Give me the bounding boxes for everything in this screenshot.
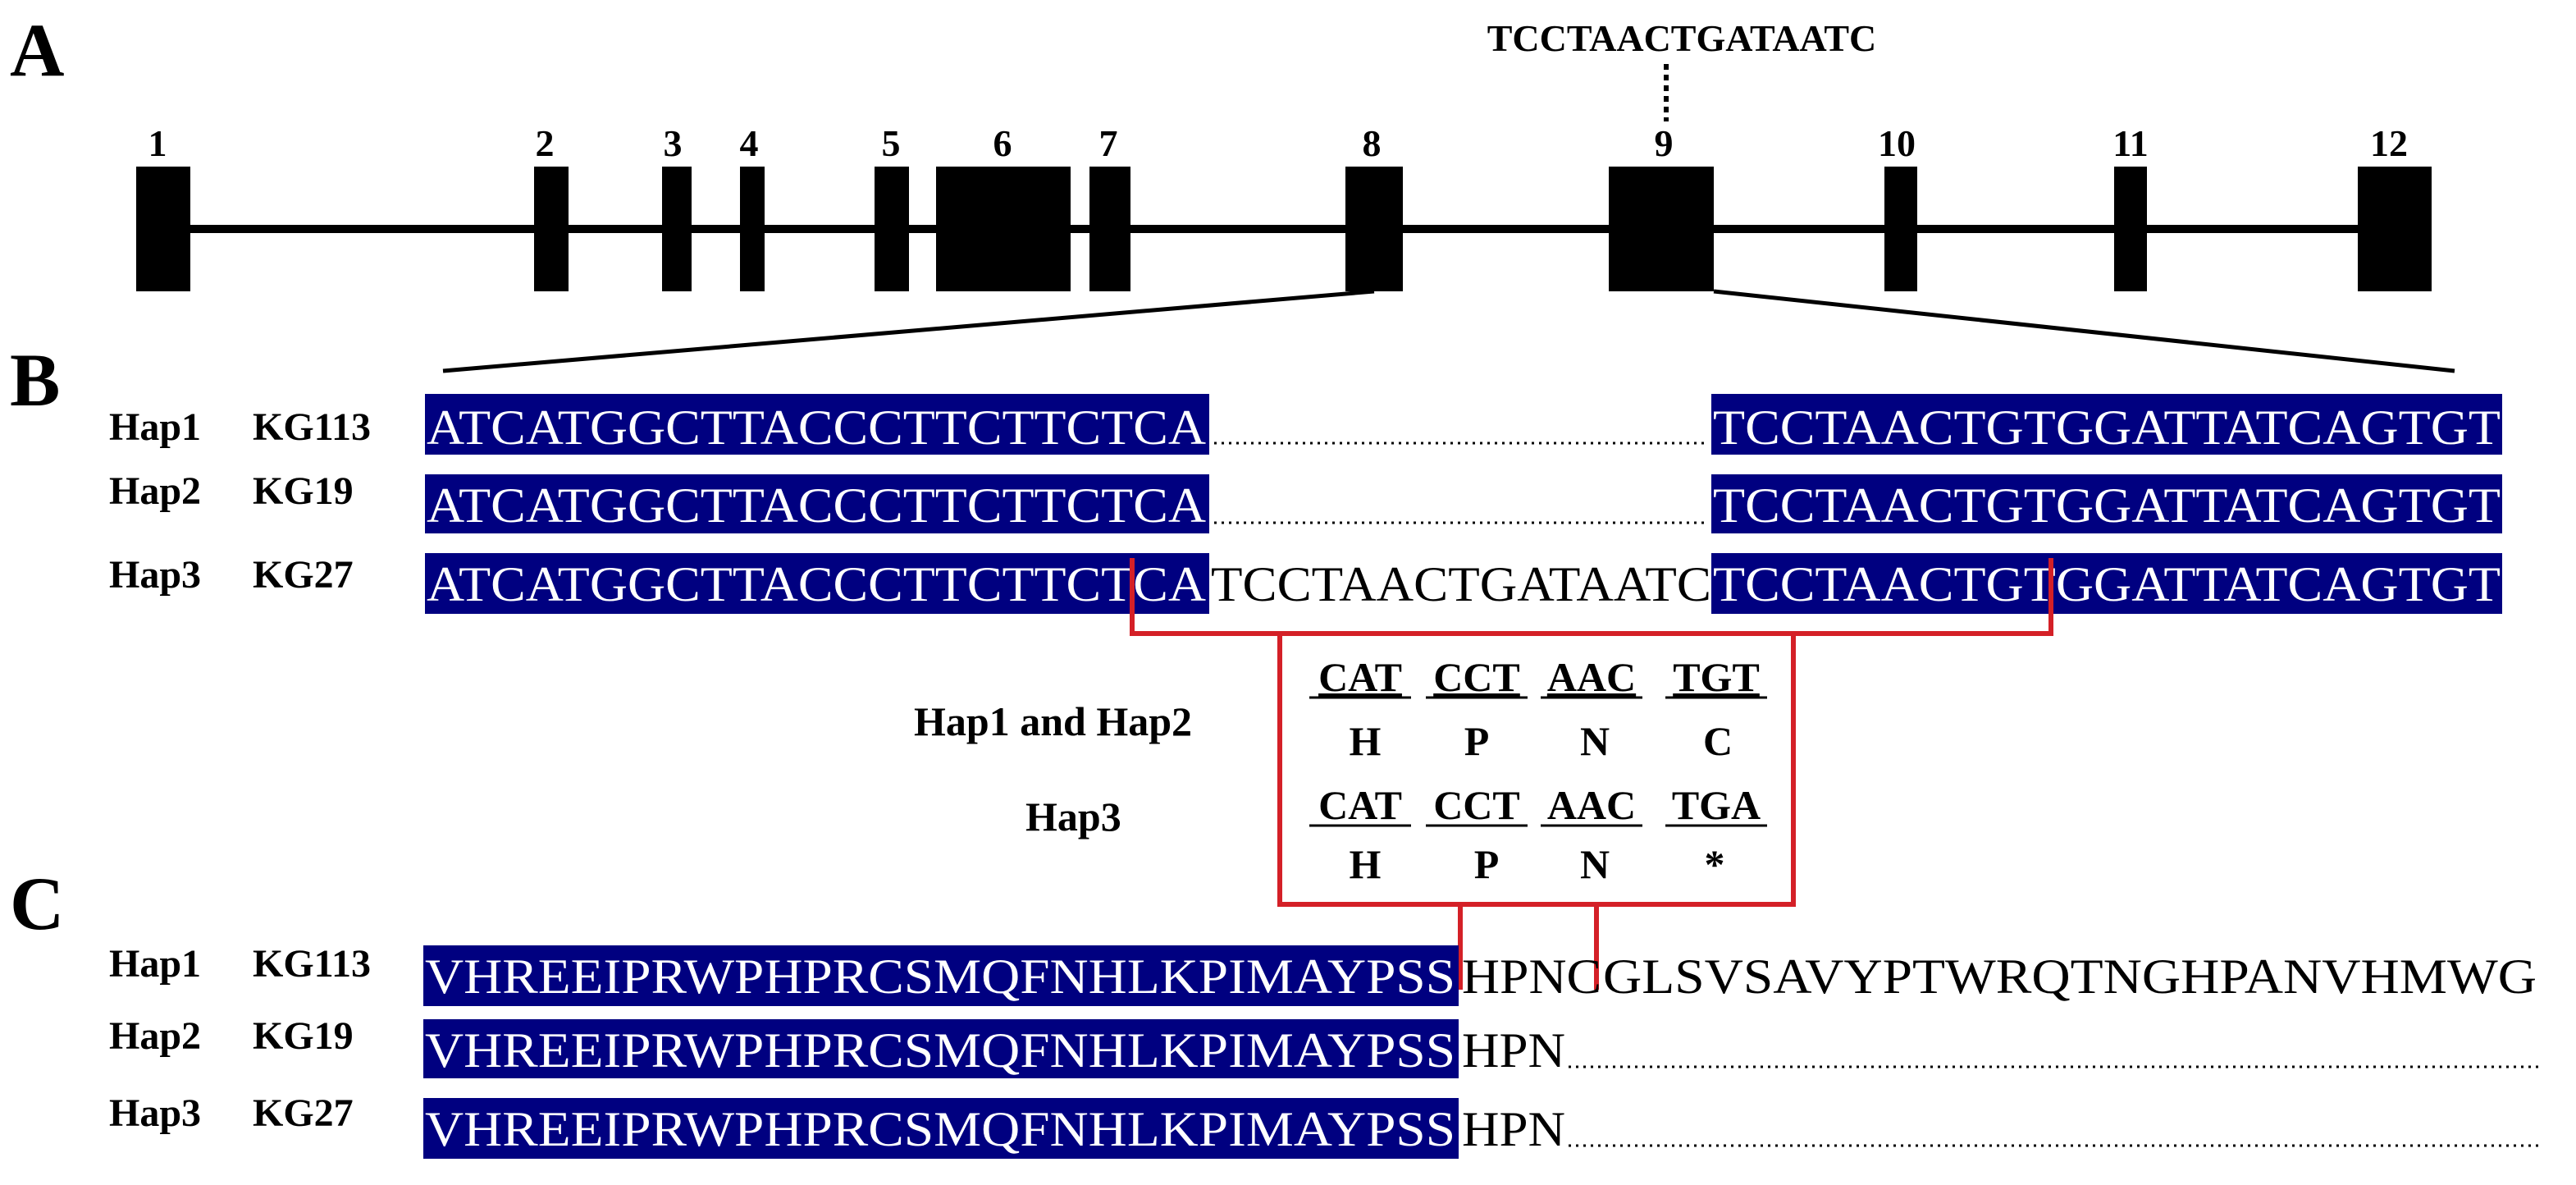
zoom-line-right bbox=[1713, 289, 2455, 373]
protein-seq-tail: HPN bbox=[1462, 1102, 1565, 1156]
exon-10 bbox=[1884, 167, 1917, 291]
highlight-right bbox=[1711, 394, 2502, 455]
exon-number-1: 1 bbox=[148, 122, 167, 164]
exon-numbers: 1 2 3 4 5 6 7 8 9 10 11 12 bbox=[148, 122, 2409, 164]
exon-number-11: 11 bbox=[2112, 122, 2148, 164]
codon: TGT bbox=[1673, 654, 1760, 700]
exon-11 bbox=[2114, 167, 2147, 291]
codon: AAC bbox=[1547, 654, 1636, 700]
seq-left: ATCATGGCTTACCCTTCTTCTCA bbox=[427, 400, 1206, 455]
protein-highlight bbox=[423, 945, 1459, 1006]
protein-seq-tail: HPN bbox=[1462, 1023, 1565, 1077]
row-hap-label: Hap3 bbox=[109, 553, 201, 597]
exon-number-2: 2 bbox=[536, 122, 555, 164]
codon: AAC bbox=[1547, 782, 1636, 828]
codon-label-hap3: Hap3 bbox=[1025, 794, 1121, 840]
protein-highlight bbox=[423, 1019, 1459, 1078]
row-sample-label: KG19 bbox=[253, 1014, 354, 1058]
highlight-right bbox=[1711, 553, 2502, 614]
bracket-box bbox=[1277, 634, 1796, 907]
codon: CAT bbox=[1318, 782, 1402, 828]
amino-acid: C bbox=[1703, 718, 1733, 764]
exon-12 bbox=[2358, 167, 2432, 291]
stop-codon-asterisk: * bbox=[1705, 841, 1725, 887]
exon-number-12: 12 bbox=[2370, 122, 2408, 164]
seq-insertion: TCCTAACTGATAATC bbox=[1211, 557, 1711, 611]
codon-label-hap1-hap2: Hap1 and Hap2 bbox=[914, 698, 1192, 744]
codon: CCT bbox=[1433, 782, 1520, 828]
exon-8 bbox=[1345, 167, 1403, 291]
codon-table: Hap1 and Hap2 Hap3 CAT CCT AAC TGT H P N… bbox=[914, 654, 1767, 887]
highlight-left bbox=[425, 553, 1209, 614]
protein-highlight bbox=[423, 1098, 1459, 1159]
exon-boxes bbox=[136, 167, 2432, 291]
codon-bracket bbox=[1130, 558, 2053, 990]
amino-acid: H bbox=[1350, 841, 1382, 887]
exon-7 bbox=[1089, 167, 1130, 291]
insertion-sequence-label: TCCTAACTGATAATC bbox=[1487, 17, 1877, 59]
codon: CAT bbox=[1318, 654, 1402, 700]
protein-seq-conserved: VHREEIPRWPHPRCSMQFNHLKPIMAYPSS bbox=[425, 1023, 1455, 1077]
highlight-left bbox=[425, 474, 1209, 533]
row-sample-label: KG113 bbox=[253, 942, 371, 986]
highlight-right bbox=[1711, 474, 2502, 533]
exon-number-8: 8 bbox=[1363, 122, 1382, 164]
seq-right: TCCTAACTGTGGATTATCAGTGT bbox=[1713, 557, 2501, 611]
exon-number-5: 5 bbox=[882, 122, 901, 164]
exon-5 bbox=[875, 167, 909, 291]
protein-row-hap2: Hap2 KG19 VHREEIPRWPHPRCSMQFNHLKPIMAYPSS… bbox=[109, 1014, 2542, 1078]
highlight-left bbox=[425, 394, 1209, 455]
row-sample-label: KG19 bbox=[253, 469, 354, 513]
bracket-top bbox=[1130, 558, 2053, 636]
codon: TGA bbox=[1672, 782, 1761, 828]
protein-seq-frameshift-tail: GLSVSAVYPTWRQTNGHPANVHMWG bbox=[1603, 949, 2537, 1004]
zoom-line-left bbox=[442, 289, 1375, 373]
row-sample-label: KG27 bbox=[253, 553, 354, 597]
amino-acid: N bbox=[1580, 841, 1610, 887]
row-sample-label: KG27 bbox=[253, 1091, 354, 1135]
row-hap-label: Hap3 bbox=[109, 1091, 201, 1135]
panel-label-c: C bbox=[10, 862, 64, 945]
amino-acid: N bbox=[1580, 718, 1610, 764]
protein-seq-conserved: VHREEIPRWPHPRCSMQFNHLKPIMAYPSS bbox=[425, 1102, 1455, 1156]
row-hap-label: Hap2 bbox=[109, 1014, 201, 1058]
row-sample-label: KG113 bbox=[253, 405, 371, 449]
exon-3 bbox=[662, 167, 692, 291]
seq-right: TCCTAACTGTGGATTATCAGTGT bbox=[1713, 400, 2501, 455]
exon-number-3: 3 bbox=[664, 122, 683, 164]
exon-9 bbox=[1609, 167, 1714, 291]
panel-label-b: B bbox=[10, 338, 60, 422]
exon-number-10: 10 bbox=[1878, 122, 1916, 164]
exon-2 bbox=[534, 167, 569, 291]
exon-6 bbox=[936, 167, 1071, 291]
amino-acid: P bbox=[1464, 718, 1490, 764]
amino-acid: H bbox=[1350, 718, 1382, 764]
amino-acid: P bbox=[1474, 841, 1500, 887]
protein-seq-conserved: VHREEIPRWPHPRCSMQFNHLKPIMAYPSS bbox=[425, 949, 1455, 1004]
row-hap-label: Hap1 bbox=[109, 405, 201, 449]
exon-4 bbox=[740, 167, 765, 291]
exon-number-4: 4 bbox=[740, 122, 759, 164]
row-hap-label: Hap1 bbox=[109, 942, 201, 986]
exon-number-6: 6 bbox=[993, 122, 1012, 164]
dna-row-hap1: Hap1 KG113 ATCATGGCTTACCCTTCTTCTCA TCCTA… bbox=[109, 394, 2502, 455]
protein-seq-tail: HPNC bbox=[1462, 949, 1601, 1004]
seq-right: TCCTAACTGTGGATTATCAGTGT bbox=[1713, 478, 2501, 533]
dna-row-hap2: Hap2 KG19 ATCATGGCTTACCCTTCTTCTCA TCCTAA… bbox=[109, 469, 2502, 533]
exon-number-9: 9 bbox=[1655, 122, 1674, 164]
seq-left: ATCATGGCTTACCCTTCTTCTCA bbox=[427, 557, 1206, 611]
seq-left: ATCATGGCTTACCCTTCTTCTCA bbox=[427, 478, 1206, 533]
protein-row-hap1: Hap1 KG113 VHREEIPRWPHPRCSMQFNHLKPIMAYPS… bbox=[109, 942, 2537, 1006]
exon-number-7: 7 bbox=[1099, 122, 1118, 164]
codon: CCT bbox=[1433, 654, 1520, 700]
row-hap-label: Hap2 bbox=[109, 469, 201, 513]
panel-label-a: A bbox=[10, 8, 64, 92]
exon-1 bbox=[136, 167, 190, 291]
dna-row-hap3: Hap3 KG27 ATCATGGCTTACCCTTCTTCTCA TCCTAA… bbox=[109, 553, 2502, 614]
protein-row-hap3: Hap3 KG27 VHREEIPRWPHPRCSMQFNHLKPIMAYPSS… bbox=[109, 1091, 2542, 1159]
